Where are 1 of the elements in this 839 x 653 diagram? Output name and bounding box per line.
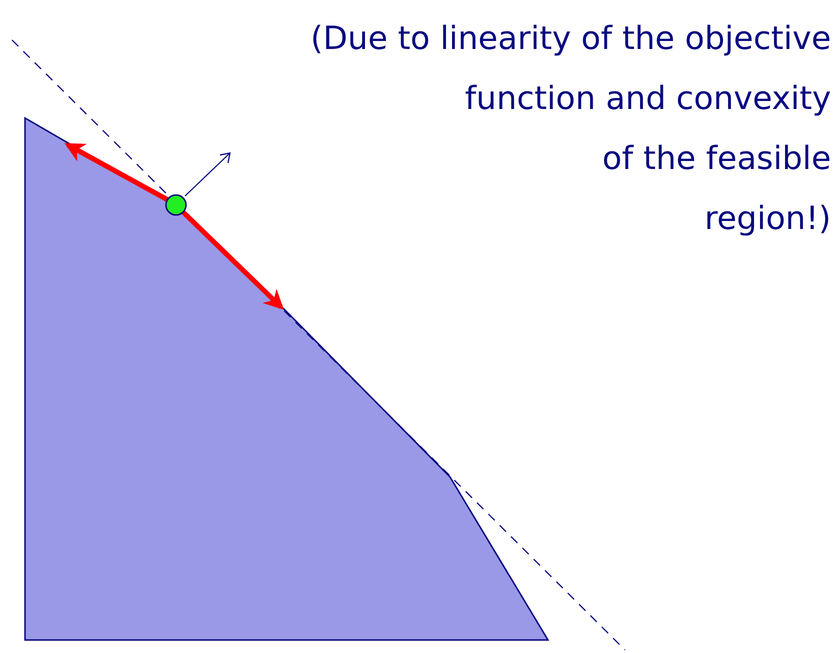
note-text: (Due to linearity of the objective function and convexity of the feasible region!) bbox=[310, 18, 831, 239]
